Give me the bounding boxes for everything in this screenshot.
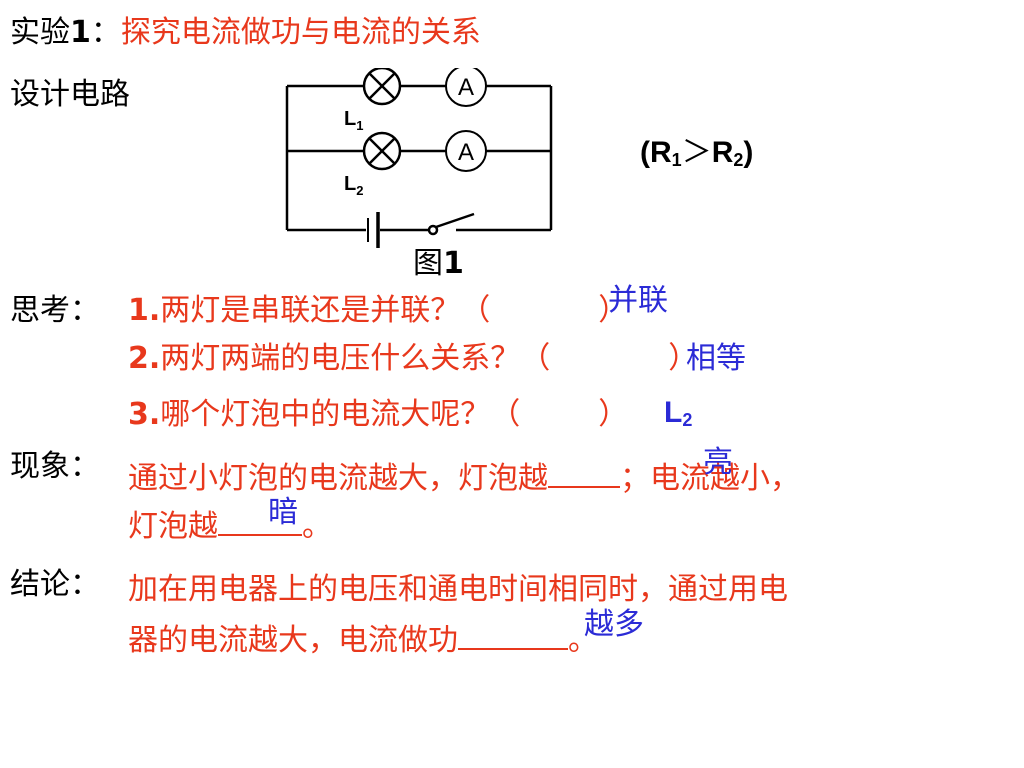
condition-r1-sub: 1 <box>671 149 682 170</box>
figure-caption-number: 1 <box>443 246 464 281</box>
battery-icon <box>367 212 380 248</box>
q1-text: 两灯是串联还是并联？（ <box>160 293 491 328</box>
phenomenon-answer-1: 亮 <box>703 445 733 480</box>
condition-r2: R <box>711 136 734 169</box>
ammeter-1-icon: A <box>445 68 487 107</box>
resistance-condition: (R1＞R2) <box>640 138 753 169</box>
q2-close: ） <box>668 341 699 376</box>
lamp-2-label: L2 <box>344 173 363 198</box>
conclusion-line-2: 器的电流越大，电流做功 。 <box>128 622 598 656</box>
figure-caption: 图1 <box>413 249 464 279</box>
conclusion-label: 结论： <box>10 567 100 602</box>
q2-text: 两灯两端的电压什么关系？（ <box>160 341 551 376</box>
condition-r2-sub: 2 <box>733 149 744 170</box>
lamp-1-icon <box>362 68 402 106</box>
q3-number: 3. <box>128 397 161 432</box>
page-title: 实验1：探究电流做功与电流的关系 <box>10 18 481 48</box>
phenomenon-line-2-a: 灯泡越 <box>128 509 218 544</box>
title-number: 1 <box>70 15 91 50</box>
question-3: 3.哪个灯泡中的电流大呢？（ ） <box>128 400 628 430</box>
switch-icon <box>427 212 475 236</box>
phenomenon-line-1-b: ；电流越小， <box>620 461 800 496</box>
q3-answer-letter: L <box>664 396 683 429</box>
ammeter-2-icon: A <box>445 130 487 172</box>
question-2: 2.两灯两端的电压什么关系？（ ） <box>128 344 698 374</box>
phenomenon-label: 现象： <box>10 449 100 484</box>
phenomenon-blank-1 <box>548 460 620 488</box>
figure-caption-prefix: 图 <box>413 246 443 281</box>
q3-answer-sub: 2 <box>682 409 693 430</box>
phenomenon-blank-2 <box>218 508 302 536</box>
think-label: 思考： <box>10 293 100 328</box>
question-1: 1.两灯是串联还是并联？（ ） <box>128 296 628 326</box>
q3-text: 哪个灯泡中的电流大呢？（ <box>160 397 521 432</box>
lamp-1-label: L1 <box>344 108 363 133</box>
phenomenon-line-1: 通过小灯泡的电流越大，灯泡越 ；电流越小， <box>128 460 800 494</box>
design-circuit-label: 设计电路 <box>10 77 130 112</box>
lamp-2-icon <box>362 131 402 171</box>
conclusion-answer: 越多 <box>584 607 644 642</box>
ammeter-1-label: A <box>458 74 474 101</box>
q1-close: ） <box>598 293 629 328</box>
phenomenon-line-2: 灯泡越 。 <box>128 508 332 542</box>
ammeter-2-label: A <box>458 139 474 166</box>
q2-answer: 相等 <box>686 341 746 376</box>
conclusion-line-2-b: 。 <box>568 623 598 658</box>
phenomenon-line-1-a: 通过小灯泡的电流越大，灯泡越 <box>128 461 548 496</box>
q1-answer: 并联 <box>608 283 668 318</box>
q1-number: 1. <box>128 293 161 328</box>
circuit-diagram: A A L1 L2 <box>285 68 553 248</box>
q2-number: 2. <box>128 341 161 376</box>
condition-relation: ＞ <box>681 136 712 169</box>
phenomenon-answer-2: 暗 <box>268 495 298 530</box>
conclusion-blank <box>458 622 568 650</box>
q3-close: ） <box>598 397 629 432</box>
title-topic: 探究电流做功与电流的关系 <box>120 15 481 50</box>
conclusion-line-2-a: 器的电流越大，电流做功 <box>128 623 458 658</box>
condition-r1: R <box>650 136 672 169</box>
condition-close: ) <box>743 136 754 169</box>
q3-answer: L2 <box>664 398 692 429</box>
title-label: 实验 <box>10 15 70 50</box>
conclusion-line-1: 加在用电器上的电压和通电时间相同时，通过用电 <box>128 572 788 607</box>
title-colon: ： <box>90 15 121 50</box>
condition-open: ( <box>640 136 650 169</box>
phenomenon-line-2-b: 。 <box>302 509 332 544</box>
